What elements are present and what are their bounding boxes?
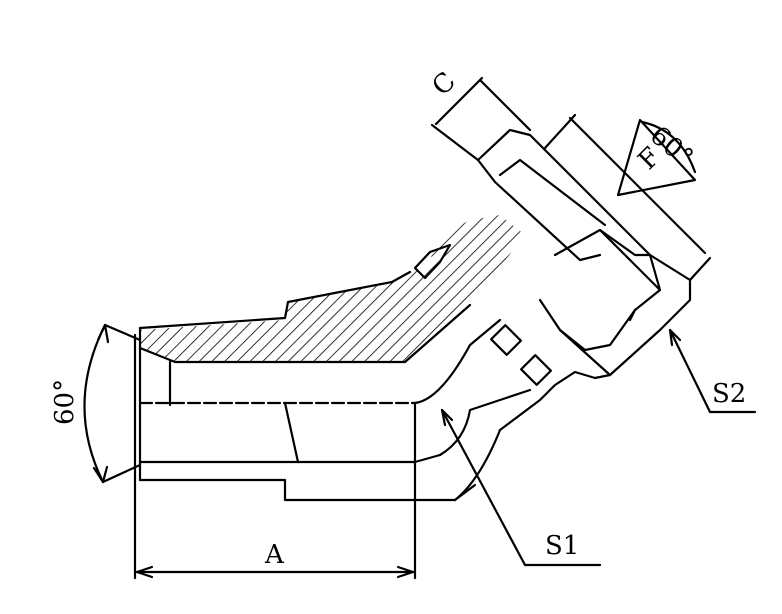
angle-left-arrow-bottom	[92, 465, 109, 484]
leader-s1	[440, 408, 602, 567]
dim-a-arrow-left	[135, 565, 154, 579]
dimension-a-label: A	[265, 540, 284, 570]
nut-inner-1	[476, 158, 602, 262]
section-hatch	[140, 215, 525, 362]
leader-s1-arrow	[440, 408, 454, 427]
pipe-top-edge	[138, 270, 412, 330]
elbow-base	[453, 398, 542, 502]
callout-s1-label: S1	[545, 531, 580, 561]
nut-edge-a	[598, 228, 662, 292]
angle-left-ref-bottom	[101, 463, 142, 484]
bore-bottom	[138, 453, 442, 464]
angle-right-triangle	[616, 118, 697, 197]
dim-c-line	[434, 76, 484, 126]
dim-f-ext-2	[688, 256, 712, 282]
cone-line	[283, 401, 300, 464]
groove	[413, 243, 452, 280]
nut-edge-c	[558, 328, 612, 377]
dim-f-line	[568, 116, 707, 255]
dim-a-arrow-right	[396, 565, 415, 579]
callout-s2-label: S2	[712, 379, 747, 409]
dim-f-ext-1	[543, 113, 577, 150]
nut-inner-2	[498, 158, 607, 227]
nut-edge-b	[628, 308, 637, 322]
angle-left-label: 60°	[50, 378, 80, 425]
dim-c-ext-2	[478, 78, 532, 132]
pipe-bottom	[138, 478, 477, 502]
angle-left-ref-top	[103, 323, 142, 342]
elbow-lower	[438, 388, 532, 457]
rib-1	[490, 324, 522, 356]
pipe-inner-top	[138, 303, 472, 364]
elbow-outer	[413, 318, 502, 405]
angle-left-arrow-top	[96, 323, 110, 344]
rib-2	[520, 354, 552, 386]
leader-s2	[668, 328, 757, 414]
nut-outline	[476, 128, 692, 402]
dim-c-ext-1	[430, 123, 480, 162]
angle-left-arc	[83, 323, 107, 484]
leader-s2-arrow	[668, 328, 682, 347]
angle-right-arc	[640, 120, 697, 174]
